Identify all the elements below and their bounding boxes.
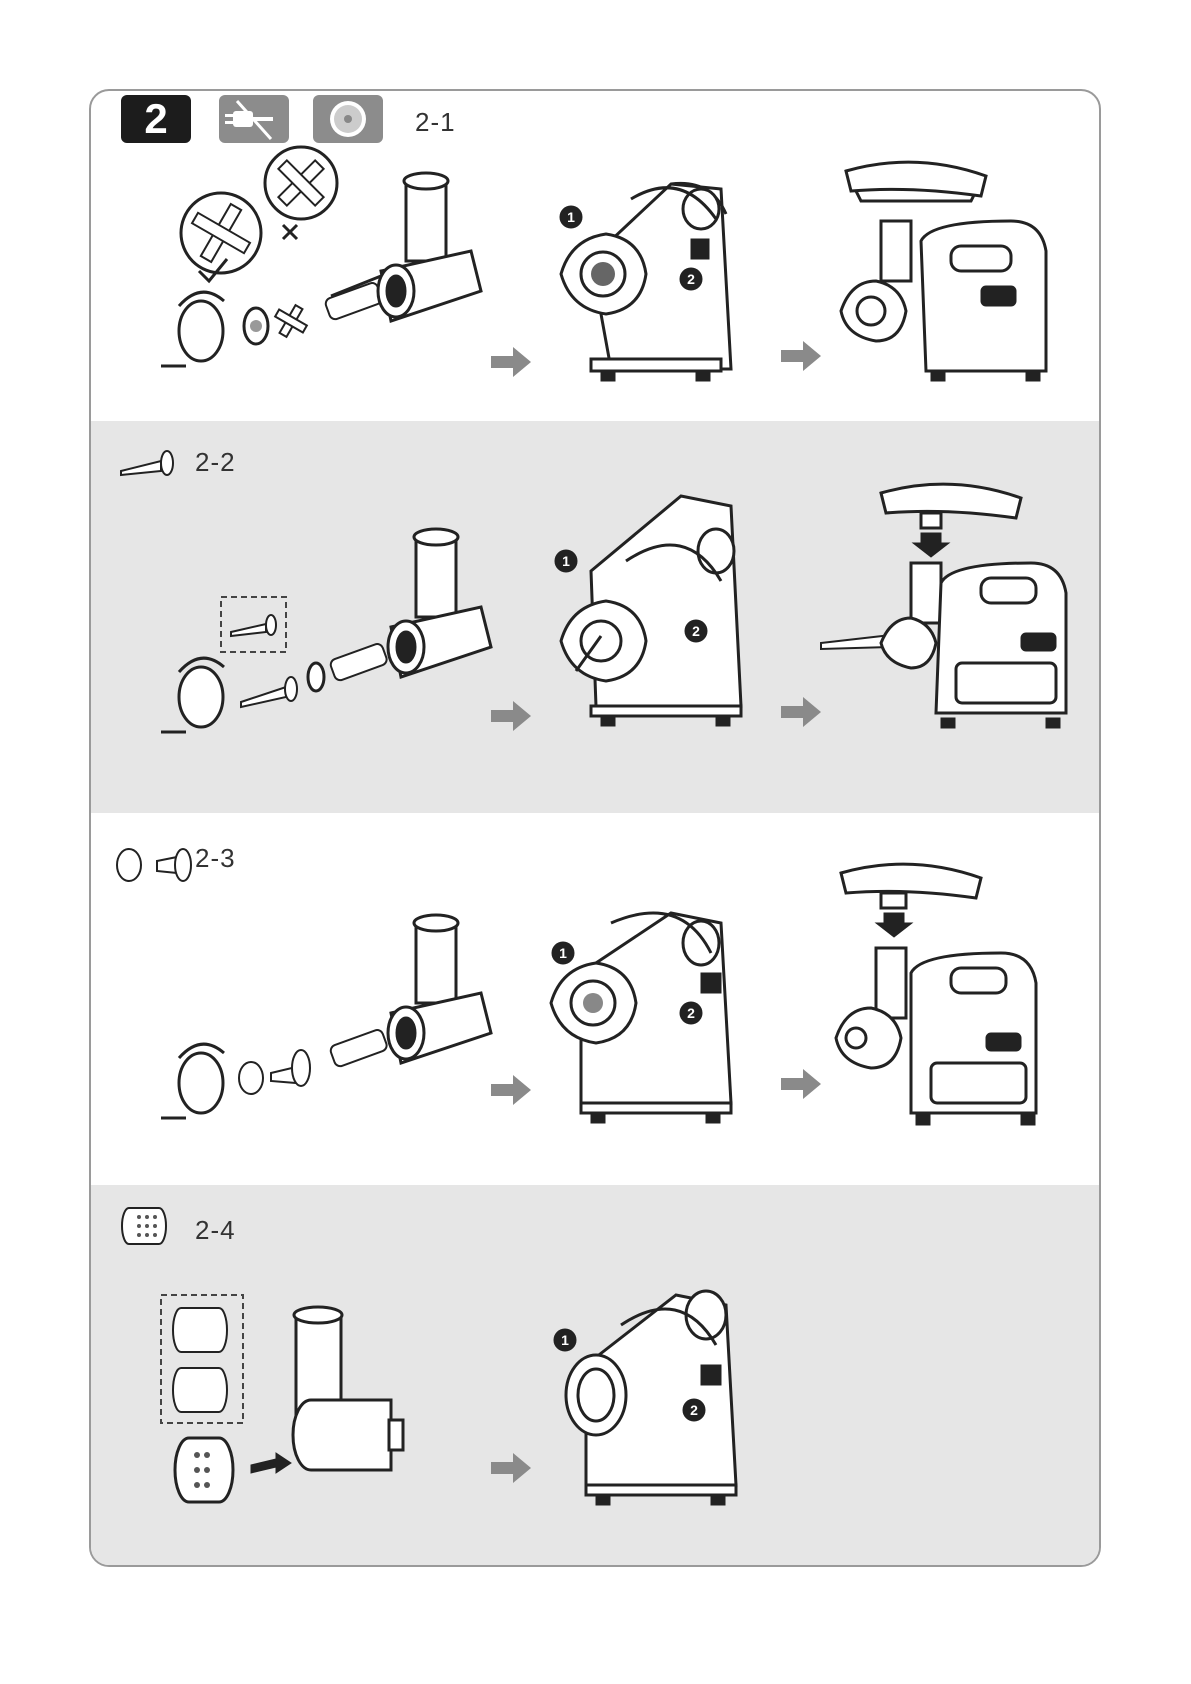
exploded-assembly-2-3 xyxy=(151,903,491,1143)
grater-assembly-2-4 xyxy=(161,1295,411,1505)
exploded-assembly-2-2 xyxy=(151,517,491,757)
exploded-assembly-2-1 xyxy=(151,161,491,401)
arrow-right-icon xyxy=(781,341,821,371)
step-number-badge: 2 xyxy=(121,95,191,143)
instruction-panel: 2 2-1 xyxy=(89,89,1101,1567)
assembled-machine-2-2 xyxy=(821,473,1081,733)
arrow-right-icon xyxy=(781,697,821,727)
arrow-right-icon xyxy=(491,1453,531,1483)
grinder-attach-2-1: 1 2 xyxy=(561,179,761,389)
cross-icon xyxy=(283,225,297,239)
assembled-machine-2-1 xyxy=(841,151,1071,391)
section-2-3: 2-3 1 xyxy=(91,813,1099,1185)
section-label-2-3: 2-3 xyxy=(195,843,236,874)
kibbe-attach-2-3: 1 2 xyxy=(551,903,751,1133)
arrow-right-icon xyxy=(491,1075,531,1105)
arrow-right-icon xyxy=(491,347,531,377)
sausage-attach-2-2: 1 2 xyxy=(556,491,756,731)
marker-one: 1 xyxy=(567,209,575,225)
section-label-2-2: 2-2 xyxy=(195,447,236,478)
section-2-1: 2 2-1 xyxy=(91,91,1099,421)
kibbe-attachment-icon xyxy=(115,843,195,883)
marker-one: 1 xyxy=(559,945,567,961)
grater-attach-2-4: 1 2 xyxy=(551,1285,751,1505)
marker-two: 2 xyxy=(687,1005,695,1021)
sausage-tube-icon xyxy=(119,443,181,479)
arrow-right-icon xyxy=(781,1069,821,1099)
marker-one: 1 xyxy=(561,1332,569,1348)
marker-two: 2 xyxy=(687,271,695,287)
grater-drum-icon xyxy=(121,1205,171,1247)
marker-two: 2 xyxy=(692,623,700,639)
marker-one: 1 xyxy=(562,553,570,569)
unplug-icon xyxy=(219,95,289,143)
section-2-2: 2-2 1 xyxy=(91,421,1099,813)
section-label-2-4: 2-4 xyxy=(195,1215,236,1246)
section-2-4: 2-4 xyxy=(91,1185,1099,1567)
arrow-right-icon xyxy=(491,701,531,731)
grinder-plate-icon xyxy=(313,95,383,143)
marker-two: 2 xyxy=(690,1402,698,1418)
section-label-2-1: 2-1 xyxy=(415,107,456,138)
assembled-machine-2-3 xyxy=(836,853,1076,1143)
